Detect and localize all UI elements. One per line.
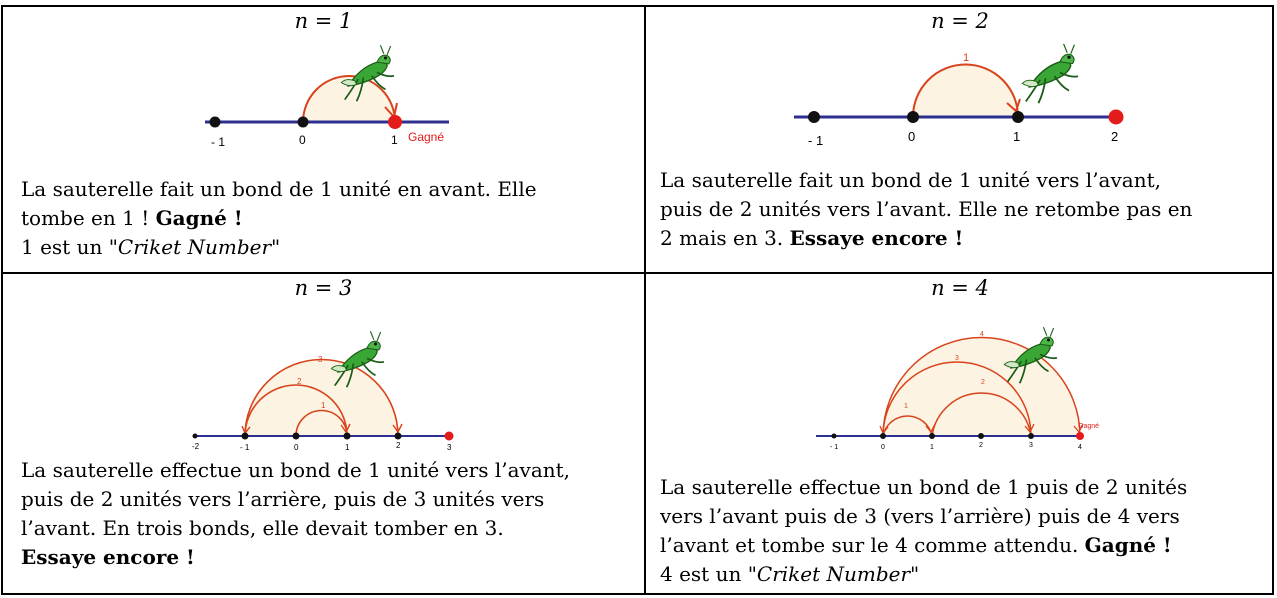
win-point: [1076, 432, 1084, 440]
cell-n2: n = 2 1 - 1 0 1 2 La sauterelle fait un …: [646, 7, 1274, 272]
n-value: 2: [975, 9, 989, 33]
cell-n4: n = 4 1 2 3 4 - 1 0 1 2 3: [646, 274, 1274, 593]
cell-text: La sauterelle effectue un bond de 1 unit…: [21, 458, 571, 569]
jump-arc: [302, 75, 396, 123]
point: [907, 111, 919, 123]
n-label: n = 2: [931, 9, 989, 33]
axis-label: - 1: [808, 133, 823, 148]
cell-text: La sauterelle fait un bond de 1 unité ve…: [660, 168, 1193, 250]
cell-n3: n = 3 1 2 3 -2 - 1 0 1 2 3: [3, 274, 644, 593]
cell-text: La sauterelle fait un bond de 1 unité en…: [21, 177, 537, 259]
point: [831, 433, 837, 439]
axis-label: -2: [192, 442, 200, 451]
arc-label: 1: [963, 52, 969, 64]
point: [292, 432, 300, 440]
point: [394, 432, 402, 440]
cell-n1: n = 1 - 1 0 1 Gagné La sauterelle fait u…: [3, 7, 644, 272]
win-point: [388, 115, 402, 129]
axis-label: 1: [345, 443, 350, 452]
jump-arc: [882, 415, 933, 437]
axis-label: 3: [1029, 442, 1033, 449]
point: [978, 433, 984, 439]
axis-label: 2: [396, 441, 401, 450]
point: [1028, 433, 1034, 439]
point: [192, 433, 198, 439]
point: [880, 433, 886, 439]
point: [929, 433, 935, 439]
jump-arc: [244, 384, 348, 437]
axis-label: 2: [1111, 129, 1118, 144]
cricket-icon: [1021, 42, 1079, 105]
axis-label: 0: [294, 443, 299, 452]
point: [1012, 111, 1024, 123]
point: [297, 116, 309, 128]
axis-label: - 1: [830, 444, 838, 451]
target-point: [1108, 109, 1124, 125]
arc-label: 3: [955, 355, 959, 362]
cell-text: La sauterelle effectue un bond de 1 puis…: [660, 475, 1188, 586]
point: [343, 432, 351, 440]
win-label: Gagné: [408, 130, 444, 144]
n-value: 1: [339, 9, 353, 33]
n-label: n = 1: [294, 9, 353, 33]
axis-label: 0: [881, 444, 885, 451]
axis-label: - 1: [211, 135, 225, 149]
number-line-figure: 1 2 3 4 - 1 0 1 2 3 4 Gagné: [816, 326, 1099, 451]
axis-label: 1: [391, 133, 398, 147]
axis-label: 3: [447, 443, 452, 452]
jump-arc: [882, 336, 1081, 437]
n-label: n = 4: [931, 276, 989, 300]
point: [808, 111, 820, 123]
axis-label: 0: [908, 129, 915, 144]
win-label: Gagné: [1078, 423, 1099, 430]
target-point: [444, 431, 454, 441]
jump-arc: [244, 358, 399, 437]
n-label: n = 3: [294, 276, 353, 300]
point: [241, 432, 249, 440]
column-divider: [644, 7, 646, 593]
arc-label: 1: [904, 403, 908, 410]
arc-label: 1: [321, 401, 326, 410]
n-value: 4: [975, 276, 989, 300]
arc-label: 2: [981, 379, 985, 386]
row-divider: [3, 272, 1272, 274]
n-value: 3: [339, 276, 353, 300]
number-line-figure: 1 2 3 -2 - 1 0 1 2 3: [192, 330, 454, 452]
arc-label: 4: [980, 331, 984, 338]
axis-label: 1: [930, 444, 934, 451]
jump-arc: [882, 361, 1032, 437]
jump-arc: [931, 392, 1032, 437]
axis-label: 0: [299, 133, 306, 147]
axis-label: 1: [1013, 129, 1020, 144]
jump-arc: [295, 409, 348, 437]
axis-label: 4: [1078, 444, 1082, 451]
figure-table: n = 1 - 1 0 1 Gagné La sauterelle fait u…: [1, 5, 1274, 595]
axis-label: - 1: [240, 443, 250, 452]
arc-label: 2: [297, 377, 302, 386]
number-line-figure: - 1 0 1 Gagné: [205, 44, 449, 149]
axis-label: 2: [979, 442, 983, 449]
jump-arc: [912, 63, 1019, 118]
point: [209, 116, 221, 128]
number-line-figure: 1 - 1 0 1 2: [794, 42, 1124, 148]
arc-label: 3: [318, 355, 323, 364]
